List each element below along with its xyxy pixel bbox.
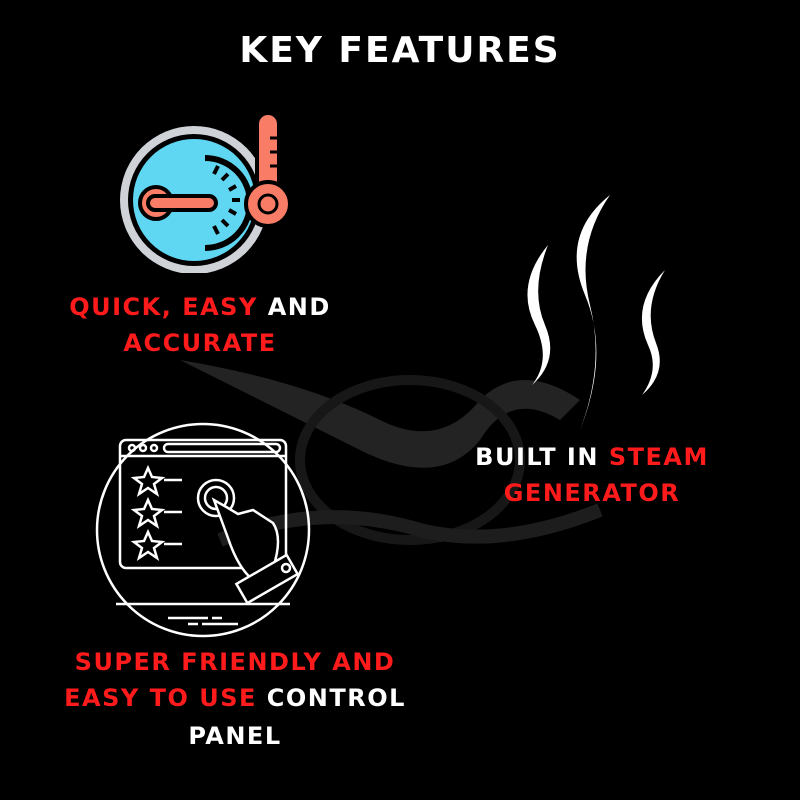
touch-control-panel-icon: [95, 422, 311, 638]
caption-white-text: CONTROL: [256, 684, 406, 712]
caption-red-text: QUICK, EASY: [69, 293, 258, 321]
caption-line: ACCURATE: [0, 325, 400, 361]
page-title: KEY FEATURES: [239, 30, 561, 71]
caption-white-text: PANEL: [188, 722, 282, 750]
feature-steam-generator: BUILT IN STEAM GENERATOR: [392, 439, 792, 511]
caption-line: PANEL: [35, 718, 435, 754]
steam-icon: [527, 195, 665, 430]
caption-line: BUILT IN STEAM: [392, 439, 792, 475]
feature-quick-easy-accurate: QUICK, EASY AND ACCURATE: [0, 289, 400, 361]
caption-line: EASY TO USE CONTROL: [35, 680, 435, 716]
feature-friendly-control-panel: SUPER FRIENDLY AND EASY TO USE CONTROL P…: [35, 644, 435, 754]
caption-red-text: SUPER FRIENDLY AND: [74, 648, 396, 676]
caption-red-text: STEAM: [608, 443, 709, 471]
background-watermark: [180, 360, 603, 547]
caption-line: GENERATOR: [392, 475, 792, 511]
caption-red-text: ACCURATE: [123, 329, 277, 357]
caption-white-text: AND: [257, 293, 331, 321]
caption-line: QUICK, EASY AND: [0, 289, 400, 325]
caption-red-text: EASY TO USE: [64, 684, 257, 712]
caption-line: SUPER FRIENDLY AND: [35, 644, 435, 680]
caption-red-text: GENERATOR: [503, 479, 681, 507]
caption-white-text: BUILT IN: [475, 443, 609, 471]
thermometer-gauge-icon: [120, 111, 292, 273]
